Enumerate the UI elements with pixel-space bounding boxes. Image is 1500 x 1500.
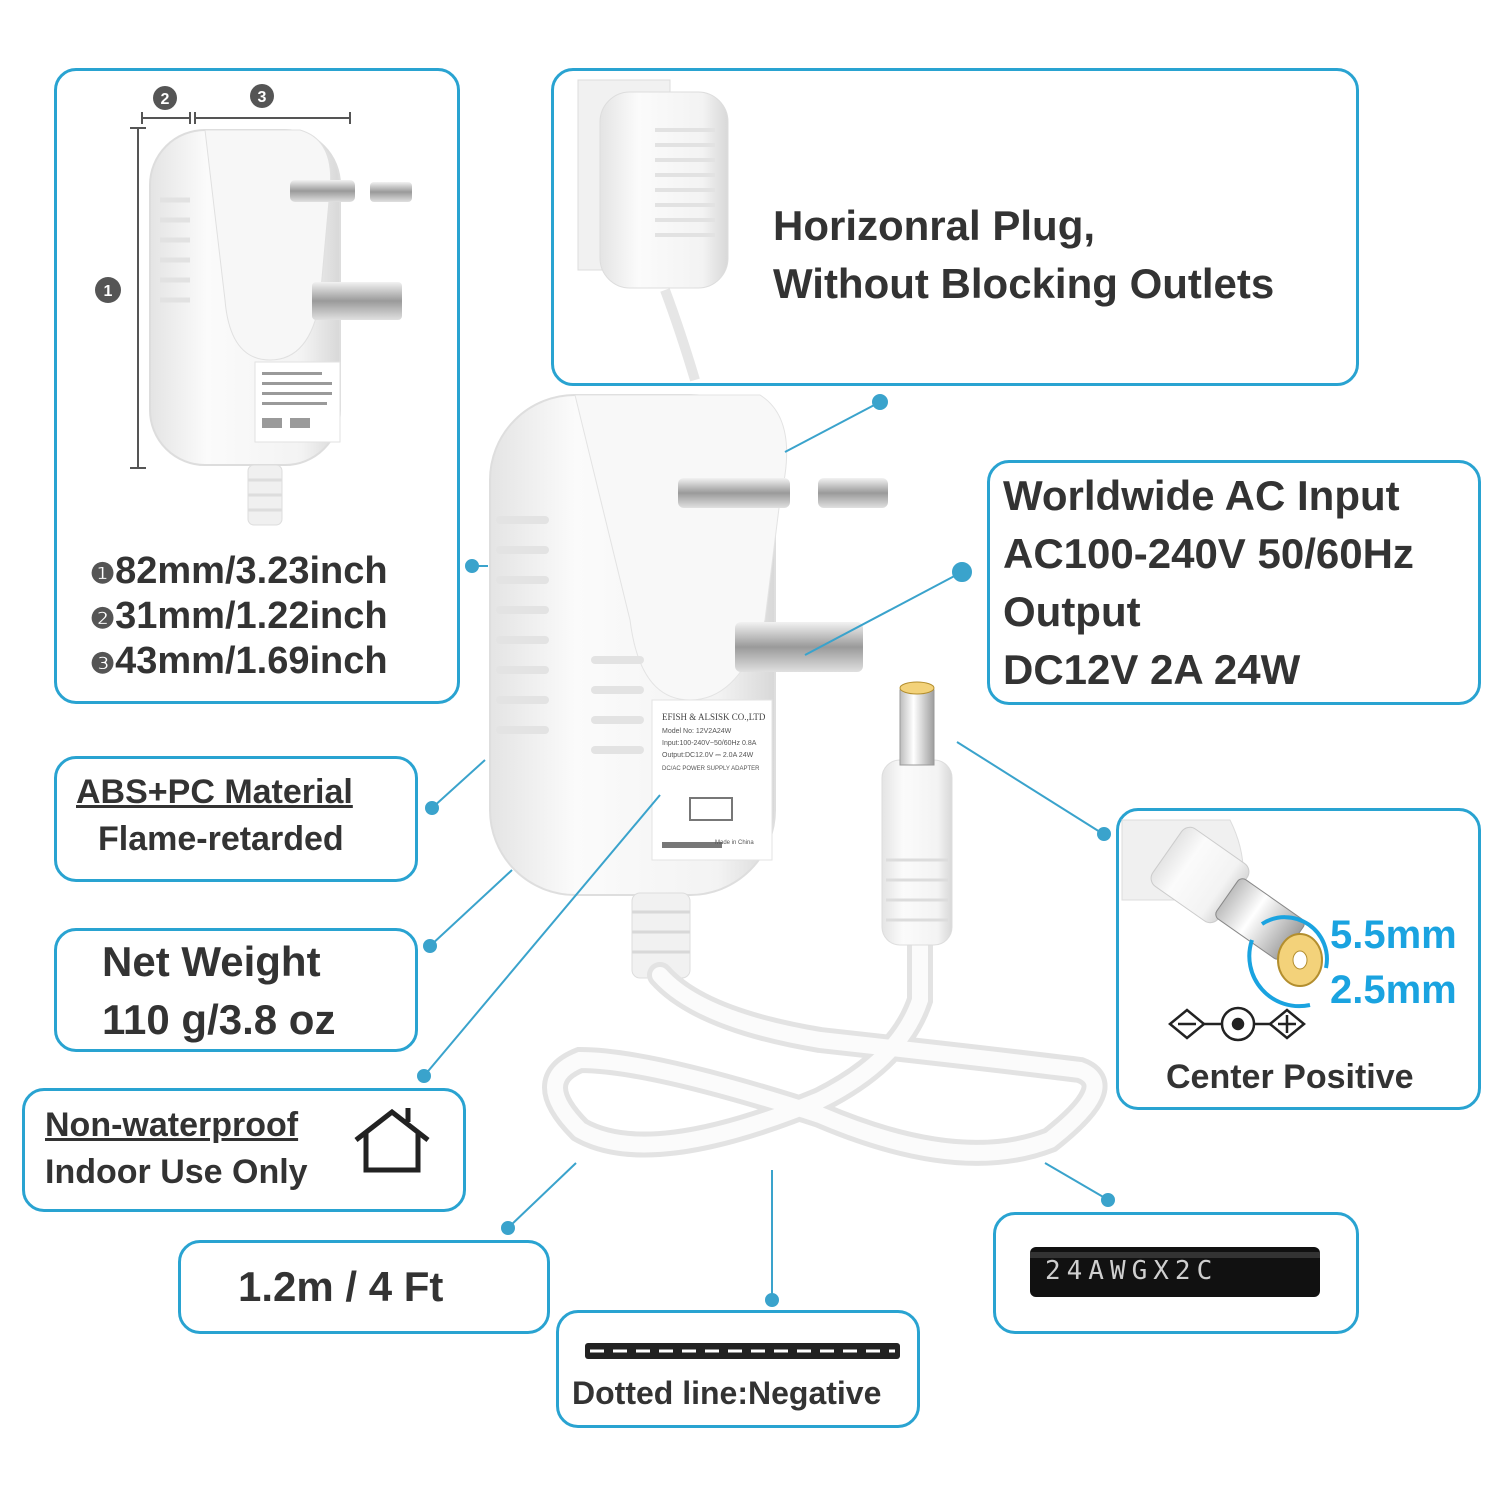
adapter-label-input: Input:100-240V~50/60Hz 0.8A — [662, 740, 757, 747]
adapter-label-model: Model No: 12V2A24W — [662, 728, 732, 735]
svg-text:3: 3 — [258, 89, 267, 106]
dimension-width: ❸43mm/1.69inch — [90, 640, 388, 683]
svg-text:1: 1 — [104, 283, 113, 300]
adapter-label-made-in: Made in China — [715, 840, 754, 846]
specs-panel — [987, 460, 1481, 705]
weight-panel — [54, 928, 418, 1052]
material-panel — [54, 756, 418, 882]
material-line2: Flame-retarded — [98, 820, 344, 858]
weight-line2: 110 g/3.8 oz — [102, 996, 336, 1043]
dimension-lines — [130, 112, 351, 469]
polarity-closeup-image — [1121, 819, 1329, 1009]
dimension-badge-3: ❸ — [90, 648, 116, 679]
wall-mount-image — [577, 79, 729, 382]
svg-text:2: 2 — [161, 91, 170, 108]
adapter-label-brand: EFISH & ALSISK CO.,LTD — [662, 712, 766, 722]
specs-line1: Worldwide AC Input — [1003, 472, 1400, 519]
dimension-height-value: 82mm/3.23inch — [115, 550, 388, 592]
cable-length-label: 1.2m / 4 Ft — [238, 1263, 444, 1310]
dimension-thickness-value: 31mm/1.22inch — [115, 595, 388, 637]
weight-line1: Net Weight — [102, 938, 321, 985]
polarity-outer-diameter: 5.5mm — [1330, 913, 1457, 957]
polarity-symbol — [1168, 1006, 1306, 1042]
negative-line-image — [585, 1343, 900, 1359]
specs-line3: Output — [1003, 588, 1141, 635]
wire-gauge-image — [1030, 1247, 1320, 1297]
main-adapter-image — [489, 394, 888, 979]
dimension-height: ❶82mm/3.23inch — [90, 550, 388, 593]
usage-line2: Indoor Use Only — [45, 1153, 308, 1191]
plug-feature-line2: Without Blocking Outlets — [773, 260, 1275, 307]
cable-length-panel — [178, 1240, 550, 1334]
adapter-label-type: DC/AC POWER SUPPLY ADAPTER — [662, 766, 760, 772]
wire-gauge-label: 24AWGX2C — [1045, 1256, 1219, 1286]
dimension-width-value: 43mm/1.69inch — [115, 640, 388, 682]
small-adapter-image — [149, 129, 412, 526]
polarity-label: Center Positive — [1166, 1058, 1414, 1096]
dimension-badge-1: ❶ — [90, 558, 116, 589]
dimension-thickness: ❷31mm/1.22inch — [90, 595, 388, 638]
house-icon — [354, 1108, 430, 1173]
leader-lines — [417, 394, 1115, 1307]
dimension-badges: 2 3 1 — [95, 84, 274, 303]
negative-note: Dotted line:Negative — [572, 1375, 882, 1411]
polarity-inner-diameter: 2.5mm — [1330, 968, 1457, 1012]
specs-line2: AC100-240V 50/60Hz — [1003, 530, 1414, 577]
dimension-badge-2: ❷ — [90, 603, 116, 634]
cable-image — [542, 927, 1108, 1166]
negative-panel — [556, 1310, 920, 1428]
dc-plug-image — [881, 681, 953, 946]
specs-line4: DC12V 2A 24W — [1003, 646, 1301, 693]
usage-line1: Non-waterproof — [45, 1106, 299, 1144]
material-line1: ABS+PC Material — [76, 773, 353, 811]
adapter-label-output: Output:DC12.0V ⎓ 2.0A 24W — [662, 752, 754, 759]
usage-panel — [22, 1088, 466, 1212]
plug-feature-line1: Horizonral Plug, — [773, 202, 1096, 249]
